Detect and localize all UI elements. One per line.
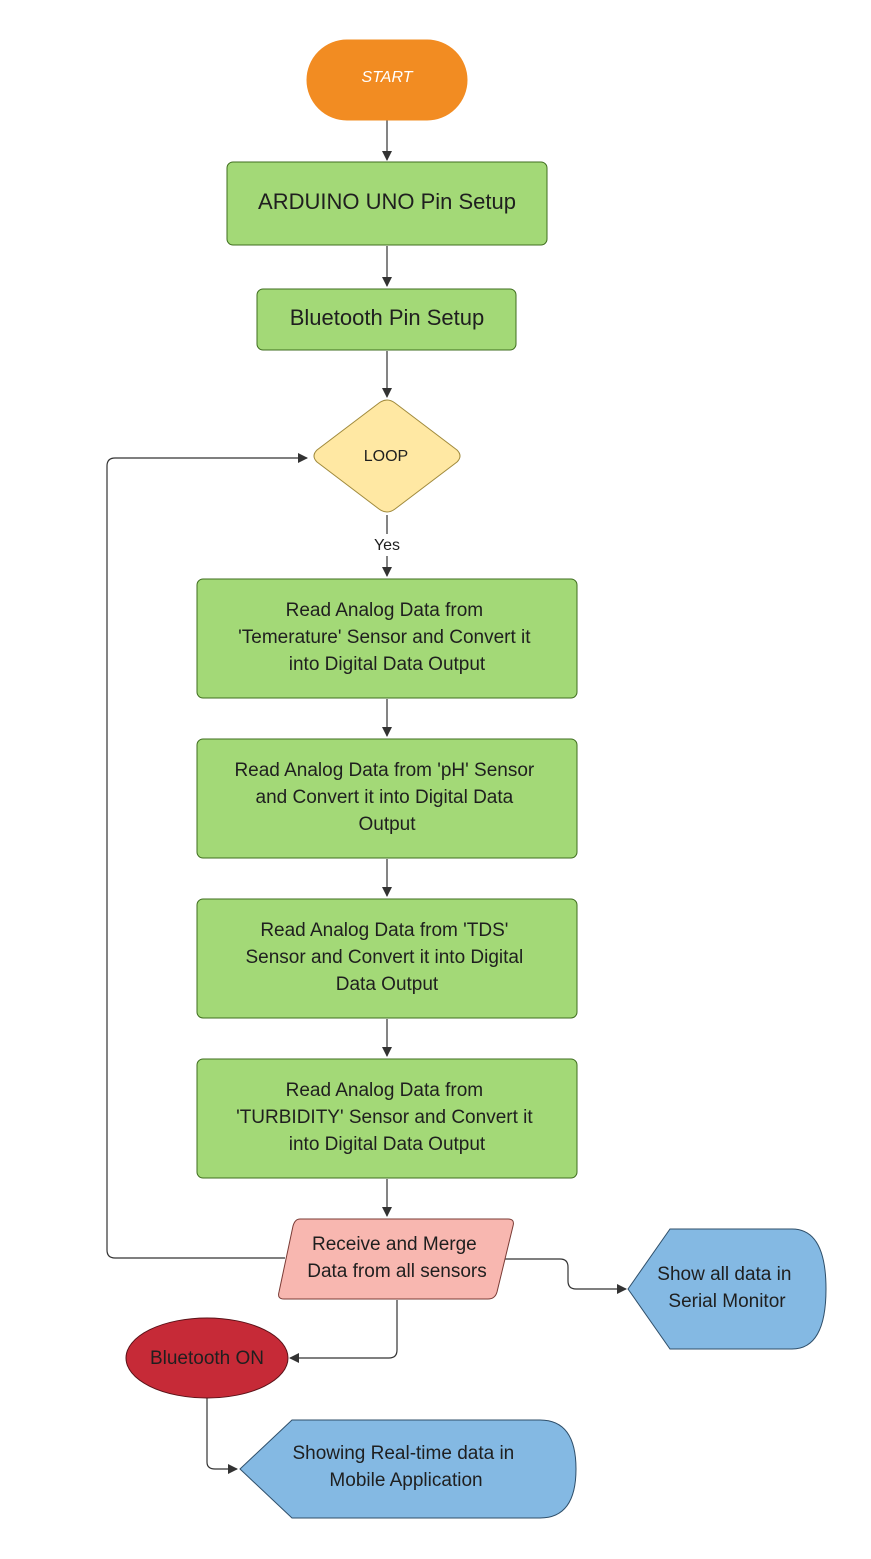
loop-label: LOOP <box>364 448 408 465</box>
node-read-turbidity: Read Analog Data from 'TURBIDITY' Sensor… <box>196 1058 578 1179</box>
loop-diamond-shape <box>313 399 461 513</box>
read-ph-line-3: Output <box>358 814 416 835</box>
read-turbidity-line-3: into Digital Data Output <box>289 1134 486 1155</box>
read-tds-line-3: Data Output <box>336 974 439 995</box>
read-tds-line-2: Sensor and Convert it into Digital <box>245 947 523 968</box>
read-ph-shape <box>196 738 578 859</box>
start-label: START <box>362 69 414 86</box>
edge-merge-loop-back <box>106 453 308 1259</box>
serial-monitor-label: Show all data in Serial Monitor <box>657 1264 796 1312</box>
node-bluetooth-setup: Bluetooth Pin Setup <box>256 288 517 351</box>
arduino-setup-shape <box>226 161 548 246</box>
read-ph-line-2: and Convert it into Digital Data <box>256 787 514 808</box>
arduino-setup-label: ARDUINO UNO Pin Setup <box>258 189 516 214</box>
read-temperature-line-3: into Digital Data Output <box>289 654 486 675</box>
yes-edge-label: Yes <box>374 537 400 554</box>
mobile-app-line-2: Mobile Application <box>329 1470 482 1491</box>
read-temperature-line-2: 'Temerature' Sensor and Convert it <box>238 627 531 648</box>
node-start: START <box>306 39 468 121</box>
node-serial-monitor: Show all data in Serial Monitor <box>627 1228 827 1350</box>
serial-monitor-line-2: Serial Monitor <box>668 1291 786 1312</box>
merge-label: Receive and Merge Data from all sensors <box>307 1234 487 1282</box>
node-arduino-setup: ARDUINO UNO Pin Setup <box>226 161 548 246</box>
read-turbidity-line-2: 'TURBIDITY' Sensor and Convert it <box>236 1107 533 1128</box>
bluetooth-on-label: Bluetooth ON <box>150 1348 264 1369</box>
merge-line-1: Receive and Merge <box>312 1234 477 1255</box>
read-turbidity-line-1: Read Analog Data from <box>286 1080 484 1101</box>
read-tds-line-1: Read Analog Data from 'TDS' <box>260 920 508 941</box>
merge-line-2: Data from all sensors <box>307 1261 487 1282</box>
node-read-temperature: Read Analog Data from 'Temerature' Senso… <box>196 578 578 699</box>
node-loop: LOOP <box>313 399 461 513</box>
mobile-app-display-shape <box>239 1419 577 1519</box>
mobile-app-label: Showing Real-time data in Mobile Applica… <box>292 1443 519 1491</box>
read-turbidity-label: Read Analog Data from 'TURBIDITY' Sensor… <box>236 1080 538 1155</box>
read-ph-line-1: Read Analog Data from 'pH' Sensor <box>234 760 534 781</box>
read-temperature-line-1: Read Analog Data from <box>286 600 484 621</box>
read-tds-label: Read Analog Data from 'TDS' Sensor and C… <box>245 920 528 995</box>
bluetooth-on-shape <box>125 1317 289 1399</box>
edge-merge-to-serial-monitor <box>502 1258 627 1294</box>
serial-monitor-line-1: Show all data in <box>657 1264 791 1285</box>
node-mobile-app: Showing Real-time data in Mobile Applica… <box>239 1419 577 1519</box>
read-tds-shape <box>196 898 578 1019</box>
mobile-app-line-1: Showing Real-time data in <box>292 1443 514 1464</box>
bluetooth-setup-label: Bluetooth Pin Setup <box>290 305 484 330</box>
node-read-tds: Read Analog Data from 'TDS' Sensor and C… <box>196 898 578 1019</box>
bluetooth-setup-shape <box>256 288 517 351</box>
merge-parallelogram-shape <box>278 1218 514 1300</box>
read-ph-label: Read Analog Data from 'pH' Sensor and Co… <box>234 760 539 835</box>
edge-bluetooth-on-to-mobile <box>206 1398 238 1474</box>
edges <box>106 120 627 1474</box>
node-read-ph: Read Analog Data from 'pH' Sensor and Co… <box>196 738 578 859</box>
edge-merge-to-bluetooth-on <box>289 1300 398 1363</box>
read-temperature-label: Read Analog Data from 'Temerature' Senso… <box>238 600 536 675</box>
node-merge: Receive and Merge Data from all sensors <box>278 1218 514 1300</box>
serial-monitor-display-shape <box>627 1228 827 1350</box>
start-shape <box>306 39 468 121</box>
read-temperature-shape <box>196 578 578 699</box>
read-turbidity-shape <box>196 1058 578 1179</box>
node-bluetooth-on: Bluetooth ON <box>125 1317 289 1399</box>
